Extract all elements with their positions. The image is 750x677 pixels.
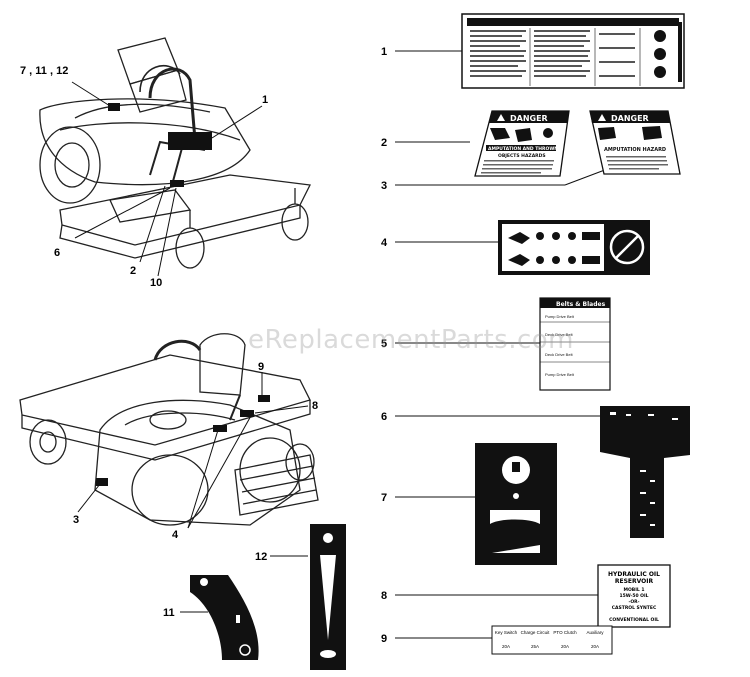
mower-rear-callout-4: 4 (172, 529, 179, 541)
decal-callout-6: 6 (381, 411, 387, 423)
decal-5-row-3: Deck Drive Belt (545, 352, 573, 357)
decal-2-danger-thrown-objects: DANGER AMPUTATION AND THROWN OBJECTS HAZ… (474, 110, 570, 177)
decal-8-line2: RESERVOIR (615, 578, 654, 585)
mower-rear-decal-4 (213, 425, 227, 432)
decal-9-fuse-label: Key Switch Charge Circuit PTO Clutch Aux… (491, 625, 613, 655)
decal-8-line3: MOBIL 1 (624, 587, 645, 593)
decal-4-operation-pictorial (498, 220, 650, 275)
decal-5-row-1: Pump Drive Belt (545, 314, 575, 319)
mower-top-leaders (71, 81, 263, 277)
decal-9-value-2: 25A (531, 644, 539, 649)
decal-leaders (395, 50, 611, 639)
decal-8-hydraulic-oil: HYDRAULIC OIL RESERVOIR MOBIL 1 15W-50 O… (597, 564, 671, 628)
decal-7-control-panel (475, 443, 557, 565)
decal-8-line7: CONVENTIONAL OIL (609, 617, 659, 623)
decal-6-height-gauge (600, 406, 690, 538)
decal-3-danger-amputation: DANGER AMPUTATION HAZARD (589, 110, 681, 175)
mower-rear-decal-3 (96, 478, 108, 486)
decal-5-belts-blades-chart: Belts & Blades Pump Drive Belt Deck Driv… (539, 297, 611, 391)
decal-callout-3: 3 (381, 180, 387, 192)
decal-2-header: DANGER (510, 114, 548, 123)
mower-top-decal-10 (170, 180, 184, 187)
decal-3-line1: AMPUTATION HAZARD (604, 147, 666, 153)
mower-top-callout-1: 1 (262, 94, 268, 106)
decal-8-line1: HYDRAULIC OIL (608, 571, 660, 578)
decal-9-header-3: PTO Clutch (553, 630, 577, 635)
mower-rear-leaders (77, 372, 309, 613)
decal-8-line4: 15W-50 OIL (619, 593, 648, 599)
decal-1-warning-panel (461, 13, 685, 89)
decal-2-line1: AMPUTATION AND THROWN (488, 146, 558, 152)
decal-8-line5: -OR- (628, 599, 639, 605)
decal-callout-4: 4 (381, 237, 388, 249)
mower-rear-callout-12: 12 (255, 551, 267, 563)
mower-top-callout-6: 6 (54, 247, 60, 259)
watermark: eReplacementParts.com (248, 325, 575, 355)
mower-top-callout-10: 10 (150, 277, 162, 289)
mower-rear-callout-11: 11 (163, 607, 175, 619)
decal-callout-7: 7 (381, 492, 387, 504)
decal-3-header: DANGER (611, 114, 649, 123)
decal-5-title: Belts & Blades (556, 301, 606, 308)
decal-9-header-1: Key Switch (495, 630, 518, 635)
decal-9-value-4: 20A (591, 644, 599, 649)
mower-rear-decal-9 (258, 395, 270, 402)
mower-top-callout-7-11-12: 7 , 11 , 12 (20, 65, 68, 77)
mower-rear-callout-8: 8 (312, 400, 318, 412)
decal-9-header-2: Charge Circuit (521, 630, 551, 635)
decal-9-header-4: Auxiliary (586, 630, 604, 635)
decal-12-speed-strip (310, 524, 346, 670)
decal-callout-1: 1 (381, 46, 387, 58)
mower-top-callout-2: 2 (130, 265, 136, 277)
mower-rear-callout-3: 3 (73, 514, 79, 526)
mower-top-view (39, 37, 311, 269)
decal-11-throttle-band (190, 575, 259, 660)
mower-rear-decal-8 (240, 410, 254, 417)
decal-callout-5: 5 (381, 338, 387, 350)
mower-rear-callout-9: 9 (258, 361, 264, 373)
decal-5-row-4: Pump Drive Belt (545, 372, 575, 377)
decal-9-value-3: 20A (561, 644, 569, 649)
decal-callout-2: 2 (381, 137, 387, 149)
mower-top-decal-7 (108, 103, 120, 111)
decal-2-line2: OBJECTS HAZARDS (498, 153, 546, 159)
decal-callout-8: 8 (381, 590, 387, 602)
decal-8-line6: CASTROL SYNTEC (612, 605, 657, 611)
mower-rear-view (19, 333, 319, 526)
mower-top-decal-1 (168, 132, 212, 150)
decal-9-value-1: 20A (502, 644, 510, 649)
decal-5-row-2: Deck Drive Belt (545, 332, 573, 337)
decal-callout-9: 9 (381, 633, 387, 645)
